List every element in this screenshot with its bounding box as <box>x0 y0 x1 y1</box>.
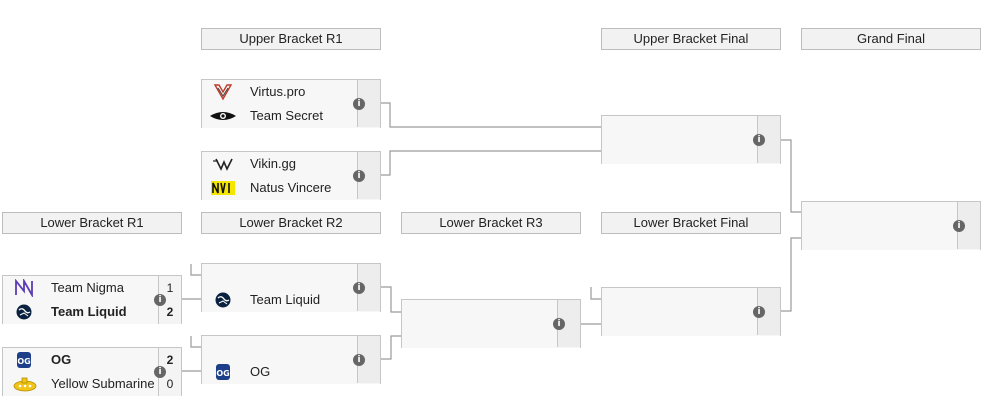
team-name: Natus Vincere <box>250 180 332 195</box>
team-name: Vikin.gg <box>250 156 297 171</box>
info-icon[interactable]: i <box>154 366 166 378</box>
og-logo-icon: OG <box>216 364 230 380</box>
team-name: OG <box>250 364 271 379</box>
slot-team-2[interactable] <box>802 226 980 250</box>
slot-team-1[interactable]: Team Nigma 1 <box>3 276 181 301</box>
match-lower-r2-2[interactable]: OG OG i <box>201 335 381 384</box>
slot-team-2[interactable]: Team Liquid 2 <box>3 300 181 324</box>
info-icon[interactable]: i <box>553 318 565 330</box>
slot-team-1[interactable]: Virtus.pro <box>202 80 380 105</box>
team-name: Yellow Submarine <box>51 376 155 391</box>
og-logo-icon: OG <box>17 352 31 368</box>
match-lower-r1-1[interactable]: Team Nigma 1 Team Liquid 2 i <box>2 275 182 324</box>
team-liquid-logo-icon <box>16 304 32 320</box>
info-icon[interactable]: i <box>953 220 965 232</box>
team-liquid-logo-icon <box>215 292 231 308</box>
slot-team-2[interactable]: OG OG <box>202 360 380 384</box>
team-secret-logo-icon <box>210 112 236 120</box>
team-score: 2 <box>158 348 181 372</box>
team-score: 0 <box>158 372 181 396</box>
team-nigma-logo-icon <box>15 279 33 297</box>
svg-text:OG: OG <box>17 357 30 366</box>
team-name: Virtus.pro <box>250 84 306 99</box>
slot-team-2[interactable]: Yellow Submarine 0 <box>3 372 181 396</box>
slot-team-1[interactable] <box>402 300 580 325</box>
match-lower-r3[interactable]: i <box>401 299 581 348</box>
match-lower-r2-1[interactable]: Team Liquid i <box>201 263 381 312</box>
vikin-gg-logo-icon <box>213 158 233 171</box>
slot-team-1[interactable]: OG OG 2 <box>3 348 181 373</box>
team-score: 2 <box>158 300 181 324</box>
info-icon[interactable]: i <box>353 170 365 182</box>
match-upper-final[interactable]: i <box>601 115 781 164</box>
info-icon[interactable]: i <box>154 294 166 306</box>
virtus-pro-logo-icon <box>213 84 233 101</box>
header-lower-bracket-final: Lower Bracket Final <box>601 212 781 234</box>
match-lower-r1-2[interactable]: OG OG 2 Yellow Submarine 0 i <box>2 347 182 396</box>
slot-team-2[interactable]: Team Secret <box>202 104 380 128</box>
match-upper-r1-2[interactable]: Vikin.gg Natus Vincere i <box>201 151 381 200</box>
slot-team-2[interactable] <box>402 324 580 348</box>
team-name: Team Nigma <box>51 280 124 295</box>
match-upper-r1-1[interactable]: Virtus.pro Team Secret i <box>201 79 381 128</box>
natus-vincere-logo-icon <box>211 181 235 195</box>
team-name: Team Liquid <box>250 292 321 307</box>
svg-text:OG: OG <box>216 369 229 378</box>
slot-team-1[interactable]: Vikin.gg <box>202 152 380 177</box>
yellow-submarine-logo-icon <box>13 377 37 392</box>
header-lower-bracket-r3: Lower Bracket R3 <box>401 212 581 234</box>
slot-team-2[interactable]: Team Liquid <box>202 288 380 312</box>
info-icon[interactable]: i <box>753 134 765 146</box>
slot-team-2[interactable]: Natus Vincere <box>202 176 380 200</box>
info-icon[interactable]: i <box>353 354 365 366</box>
team-name: Team Liquid <box>51 304 127 319</box>
info-icon[interactable]: i <box>353 98 365 110</box>
info-icon[interactable]: i <box>753 306 765 318</box>
header-lower-bracket-r2: Lower Bracket R2 <box>201 212 381 234</box>
slot-team-2[interactable] <box>602 312 780 336</box>
slot-team-2[interactable] <box>602 140 780 164</box>
header-upper-bracket-r1: Upper Bracket R1 <box>201 28 381 50</box>
match-lower-final[interactable]: i <box>601 287 781 336</box>
header-lower-bracket-r1: Lower Bracket R1 <box>2 212 182 234</box>
info-icon[interactable]: i <box>353 282 365 294</box>
match-grand-final[interactable]: i <box>801 201 981 250</box>
header-grand-final: Grand Final <box>801 28 981 50</box>
header-upper-bracket-final: Upper Bracket Final <box>601 28 781 50</box>
team-name: OG <box>51 352 72 367</box>
team-name: Team Secret <box>250 108 323 123</box>
team-score: 1 <box>158 276 181 300</box>
